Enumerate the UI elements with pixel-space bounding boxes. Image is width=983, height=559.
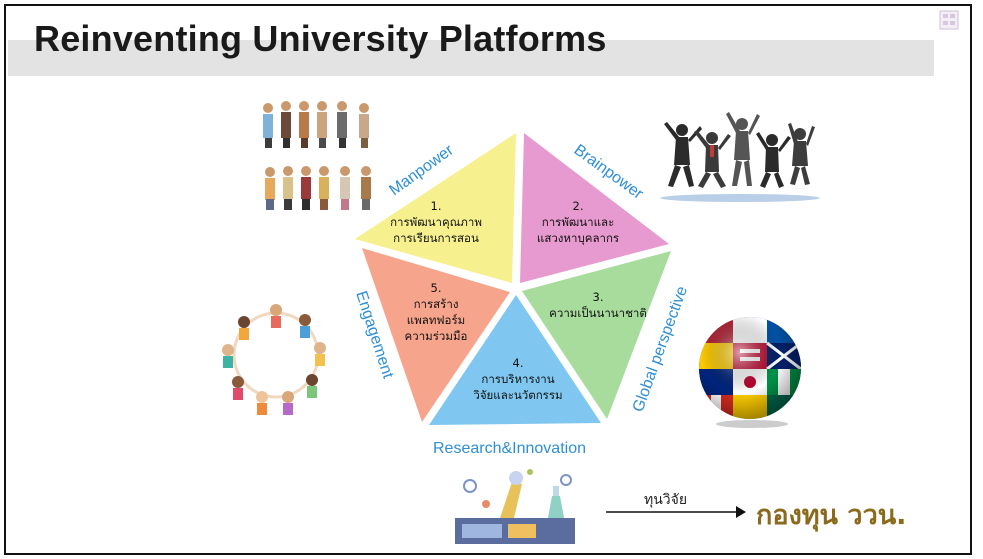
svg-text:4.: 4. xyxy=(513,356,524,370)
segment-5 xyxy=(362,248,510,422)
segment-4-text: 4. การบริหารงาน วิจัยและนวัตกรรม xyxy=(473,356,563,402)
svg-text:วิจัยและนวัตกรรม: วิจัยและนวัตกรรม xyxy=(473,388,563,402)
slide-title: Reinventing University Platforms xyxy=(34,18,607,59)
svg-text:5.: 5. xyxy=(431,281,442,295)
children-circle-icon xyxy=(222,304,326,415)
svg-text:2.: 2. xyxy=(573,199,584,213)
people-group-icon xyxy=(263,101,371,210)
segment-3 xyxy=(522,251,671,419)
flow-label: ทุนวิจัย xyxy=(644,492,688,508)
svg-text:การสร้าง: การสร้าง xyxy=(414,297,459,311)
svg-text:แพลทฟอร์ม: แพลทฟอร์ม xyxy=(407,313,465,327)
fund-target-label: กองทุน ววน. xyxy=(756,500,907,531)
segment-4 xyxy=(429,295,601,425)
svg-text:ความเป็นนานาชาติ: ความเป็นนานาชาติ xyxy=(549,305,647,320)
flag-globe-icon xyxy=(699,317,801,428)
flow-arrow xyxy=(606,506,746,518)
segment-2 xyxy=(520,133,669,283)
segment-3-text: 3. ความเป็นนานาชาติ xyxy=(549,290,647,320)
svg-text:การพัฒนาคุณภาพ: การพัฒนาคุณภาพ xyxy=(390,215,482,229)
title-band xyxy=(8,40,934,76)
svg-text:ความร่วมมือ: ความร่วมมือ xyxy=(405,329,468,343)
pentagon xyxy=(355,133,671,425)
slide-frame xyxy=(4,4,972,555)
svg-text:การพัฒนาและ: การพัฒนาและ xyxy=(542,215,615,229)
label-research-innovation: Research&Innovation xyxy=(433,440,586,457)
svg-text:แสวงหาบุคลากร: แสวงหาบุคลากร xyxy=(537,231,619,245)
jumping-businesspeople-icon xyxy=(660,112,820,202)
segment-1-text: 1. การพัฒนาคุณภาพ การเรียนการสอน xyxy=(390,199,482,245)
segment-5-text: 5. การสร้าง แพลทฟอร์ม ความร่วมมือ xyxy=(405,281,468,343)
segment-1 xyxy=(355,133,516,283)
segment-2-text: 2. การพัฒนาและ แสวงหาบุคลากร xyxy=(537,199,619,245)
svg-text:1.: 1. xyxy=(431,199,442,213)
laboratory-icon xyxy=(455,469,575,544)
svg-text:3.: 3. xyxy=(593,290,604,304)
svg-text:การเรียนการสอน: การเรียนการสอน xyxy=(393,231,479,245)
svg-text:การบริหารงาน: การบริหารงาน xyxy=(481,372,554,386)
slide-thumbnail-icon xyxy=(939,10,959,30)
